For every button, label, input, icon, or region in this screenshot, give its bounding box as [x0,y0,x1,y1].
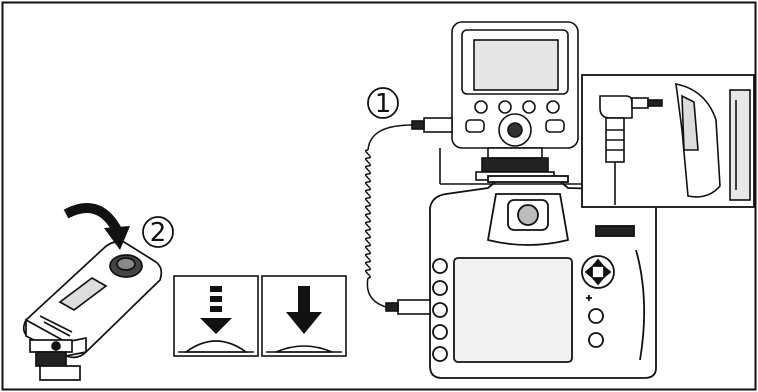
press-arrow [63,203,130,250]
right-angle-plug [599,95,663,205]
flash-lcd-screen [473,39,559,91]
flash-unit [451,21,579,181]
step-1-marker: 1 [367,87,399,119]
port-detail-inset [439,74,755,208]
dslr-camera [429,175,657,379]
half-press-panel [173,275,259,357]
camera-rear-lcd [453,257,573,363]
full-press-panel [261,275,347,357]
camera-sync-terminal [385,299,431,315]
wireless-trigger [22,240,163,381]
flash-sync-port [411,117,453,133]
step-1-number: 1 [375,89,392,119]
step-2-marker: 2 [142,216,174,248]
step-2-number: 2 [150,218,167,248]
port-cover-detail [675,82,751,201]
camera-multi-selector [581,255,615,289]
coiled-sync-cable [365,124,413,308]
